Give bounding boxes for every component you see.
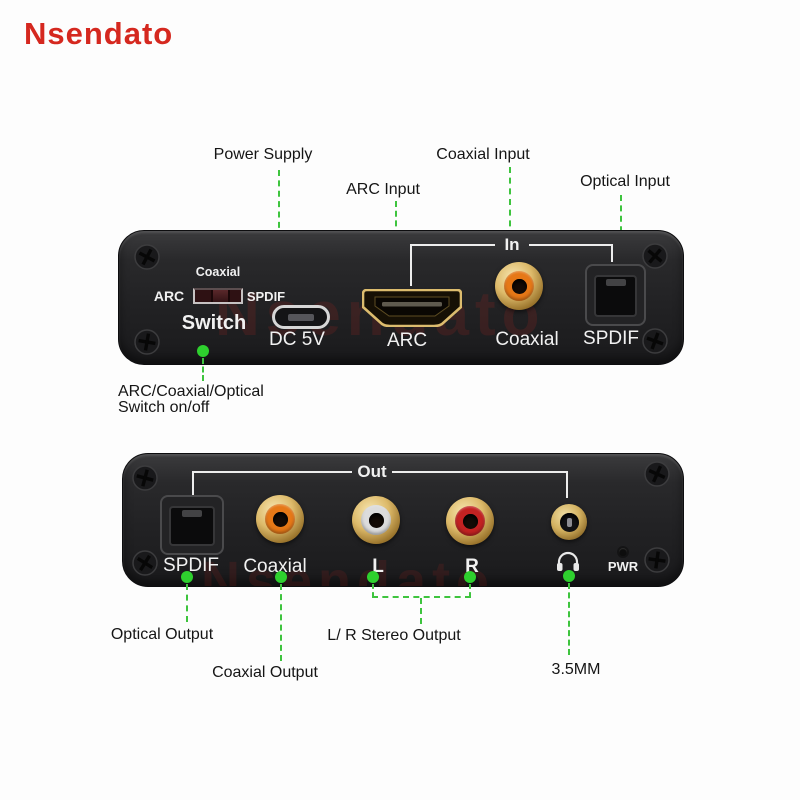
- port-label-coaxial-output: Coaxial: [243, 556, 307, 577]
- switch-knob: [211, 290, 230, 302]
- toslink-port-output: [160, 495, 224, 555]
- switch-label-spdif: SPDIF: [246, 289, 286, 304]
- port-label-coaxial-input: Coaxial: [495, 329, 559, 350]
- out-bracket-hook-right: [566, 471, 568, 498]
- callout-lr-stereo-output: L/ R Stereo Output: [327, 627, 461, 644]
- headphone-jack-port: [551, 504, 587, 540]
- in-bracket-hook-left: [410, 244, 412, 286]
- screw-icon: [132, 550, 158, 576]
- out-group-label: Out: [357, 462, 387, 481]
- mode-slide-switch: [193, 288, 243, 304]
- leader-dot-right-output: [464, 571, 476, 583]
- screw-icon: [134, 329, 160, 355]
- leader-dot-left-output: [367, 571, 379, 583]
- callout-coaxial-output: Coaxial Output: [212, 664, 318, 681]
- brand-logo: Nsendato: [24, 16, 174, 51]
- rca-port-coaxial-output: [256, 495, 304, 543]
- in-group-label: In: [504, 235, 520, 254]
- toslink-tab: [605, 279, 626, 286]
- leader-coaxial-output: [280, 584, 282, 661]
- rca-hole: [511, 278, 527, 294]
- leader-optical-output: [186, 584, 188, 622]
- leader-dot-headphone: [563, 570, 575, 582]
- leader-coaxial-input: [509, 167, 511, 237]
- screw-icon: [642, 243, 668, 269]
- usb-pins: [288, 313, 314, 321]
- port-label-pwr: PWR: [607, 559, 639, 574]
- rca-port-coaxial-input: [495, 262, 543, 310]
- leader-optical-input: [620, 195, 622, 253]
- rca-ring-red: [455, 506, 485, 536]
- callout-arc-input: ARC Input: [346, 181, 420, 198]
- toslink-tab: [182, 510, 202, 517]
- port-label-arc: ARC: [386, 330, 428, 351]
- rca-hole: [272, 511, 288, 527]
- rca-ring-orange: [265, 504, 295, 534]
- leader-dot-coaxial-output: [275, 571, 287, 583]
- port-label-spdif-output: SPDIF: [163, 555, 219, 576]
- screw-icon: [132, 465, 158, 491]
- toslink-port-input: [585, 264, 646, 326]
- rca-ring-white: [361, 505, 391, 535]
- hdmi-arc-port: [362, 289, 462, 327]
- callout-switch-note-line2: Switch on/off: [118, 399, 210, 416]
- leader-headphone: [568, 583, 570, 655]
- callout-coaxial-input: Coaxial Input: [436, 146, 530, 163]
- switch-label-arc: ARC: [153, 288, 185, 304]
- leader-dot-switch-note: [197, 345, 209, 357]
- in-bracket-line: [529, 244, 613, 246]
- rca-port-left: [352, 496, 400, 544]
- screw-icon: [644, 547, 670, 573]
- leader-dot-optical-output: [181, 571, 193, 583]
- in-bracket-hook-right: [611, 244, 613, 262]
- port-label-spdif-input: SPDIF: [583, 328, 639, 349]
- screw-icon: [644, 461, 670, 487]
- jack-pin: [566, 517, 572, 527]
- port-label-dc5v: DC 5V: [269, 329, 325, 350]
- callout-switch-note-line1: ARC/Coaxial/Optical: [118, 383, 264, 400]
- callout-power-supply: Power Supply: [213, 146, 313, 163]
- rca-port-right: [446, 497, 494, 545]
- leader-lr-bracket: [372, 596, 471, 598]
- rca-hole: [462, 513, 478, 529]
- screw-icon: [642, 328, 668, 354]
- callout-optical-input: Optical Input: [580, 173, 670, 190]
- leader-right-output: [469, 584, 471, 597]
- pwr-led: [619, 548, 627, 556]
- switch-label-coaxial: Coaxial: [195, 265, 241, 279]
- switch-caption: Switch: [181, 312, 247, 334]
- rca-ring-orange: [504, 271, 534, 301]
- in-bracket-line: [411, 244, 495, 246]
- out-bracket-line: [192, 471, 352, 473]
- rca-hole: [368, 512, 384, 528]
- out-bracket-line: [392, 471, 568, 473]
- leader-left-output: [372, 584, 374, 597]
- jack-hole: [559, 512, 579, 532]
- leader-lr-stem: [420, 598, 422, 624]
- headphone-icon: [557, 551, 579, 571]
- out-bracket-hook-left: [192, 471, 194, 497]
- micro-usb-port: [272, 305, 330, 329]
- leader-switch-note: [202, 358, 204, 381]
- screw-icon: [134, 244, 160, 270]
- callout-optical-output: Optical Output: [110, 626, 214, 643]
- port-label-left: L: [372, 556, 384, 577]
- callout-35mm: 3.5MM: [551, 661, 601, 678]
